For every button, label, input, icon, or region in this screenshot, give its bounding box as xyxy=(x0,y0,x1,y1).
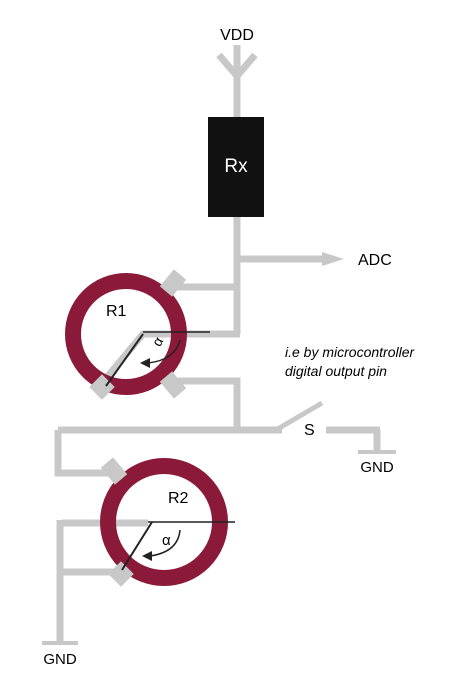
adc-arrow xyxy=(237,252,344,266)
gnd-bottom-label: GND xyxy=(43,651,77,668)
note-line-2: digital output pin xyxy=(285,363,387,379)
r1-potentiometer xyxy=(65,269,187,400)
r2-label: R2 xyxy=(168,490,189,507)
adc-label: ADC xyxy=(358,252,392,269)
note-line-1: i.e by microcontroller xyxy=(285,344,415,360)
switch-s xyxy=(58,400,396,454)
r2-wiper xyxy=(121,521,153,571)
gnd-bottom-symbol xyxy=(42,520,78,645)
gnd-switch-label: GND xyxy=(360,459,394,476)
r2-alpha-label: α xyxy=(162,532,171,549)
switch-label: S xyxy=(304,422,315,439)
rx-resistor xyxy=(208,117,264,217)
r1-wiper xyxy=(105,333,144,387)
rx-label: Rx xyxy=(224,156,248,177)
r1-label: R1 xyxy=(106,303,127,320)
vdd-symbol xyxy=(216,45,258,118)
vdd-label: VDD xyxy=(220,27,254,44)
